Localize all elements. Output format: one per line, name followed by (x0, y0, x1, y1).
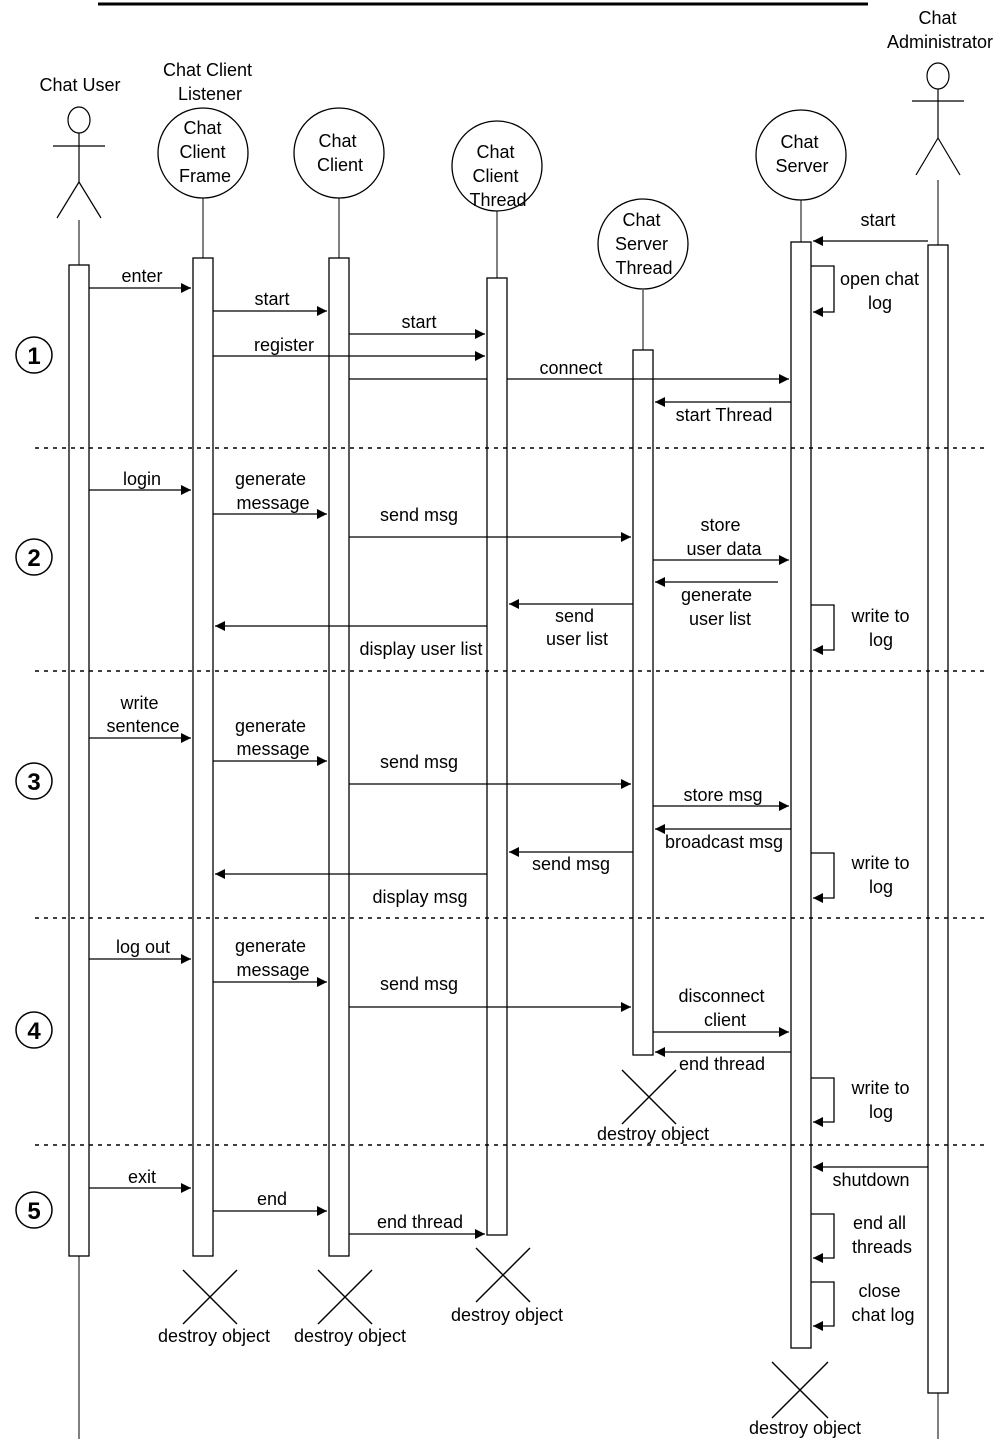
message-label-shutdown: shutdown (832, 1170, 909, 1190)
section-number-1: 1 (15, 336, 53, 374)
label-chat-server: Chat Server (775, 132, 828, 176)
destroy-label: destroy object (749, 1418, 861, 1438)
destroy-marker-chat-server: destroy object (749, 1361, 861, 1438)
message-label-generate-message: generate message (235, 936, 311, 980)
self-message-end-all-threads (811, 1213, 835, 1263)
message-label-log-out: log out (116, 937, 170, 957)
section-number-4: 4 (15, 1011, 53, 1049)
destroy-label: destroy object (451, 1305, 563, 1325)
label-chat-client-frame: Chat Client Frame (179, 118, 231, 186)
message-label-send-msg: send msg (380, 505, 458, 525)
svg-text:1: 1 (27, 343, 40, 370)
message-label-store-user-data: store user data (686, 515, 762, 559)
self-message-open-chat-log (811, 265, 835, 317)
message-label-write-to-log: write to log (850, 606, 914, 650)
message-label-write-to-log: write to log (850, 853, 914, 897)
message-label-end-thread: end thread (679, 1054, 765, 1074)
self-message-write-to-log (811, 1077, 835, 1127)
self-message-close-chat-log (811, 1281, 835, 1331)
object-chat-server-thread (597, 198, 689, 290)
message-label-open-chat-log: open chat log (840, 269, 924, 313)
activation-chat-client (328, 257, 350, 1257)
destroy-markers: destroy object destroy object destroy ob… (158, 1069, 861, 1438)
message-label-generate-message: generate message (235, 716, 311, 759)
activations (68, 241, 949, 1394)
activation-chat-server (790, 241, 812, 1349)
actor-chat-administrator (912, 62, 964, 176)
object-chat-client-thread (451, 120, 543, 212)
message-label-start: start (254, 289, 289, 309)
destroy-marker-chat-client: destroy object (294, 1269, 406, 1346)
object-chat-server (755, 109, 847, 201)
message-label-generate-message: generate message (235, 469, 311, 513)
svg-text:3: 3 (27, 769, 40, 796)
message-label-disconnect-client: disconnect client (678, 986, 769, 1030)
label-chat-client: Chat Client (317, 131, 363, 175)
destroy-marker-chat-client-thread: destroy object (451, 1247, 563, 1325)
section-number-5: 5 (15, 1191, 53, 1229)
message-label-close-chat-log: close chat log (851, 1281, 914, 1325)
message-label-connect: connect (539, 358, 602, 378)
section-numbers: 1 2 3 4 5 (15, 336, 53, 1229)
message-label-admin-start: start (860, 210, 895, 230)
message-label-login: login (123, 469, 161, 489)
message-label-exit: exit (128, 1167, 156, 1187)
message-label-end-thread: end thread (377, 1212, 463, 1232)
svg-text:4: 4 (27, 1018, 41, 1045)
destroy-label: destroy object (597, 1124, 709, 1144)
actor-chat-user (53, 106, 105, 219)
section-number-3: 3 (15, 762, 53, 800)
destroy-label: destroy object (158, 1326, 270, 1346)
message-label-enter: enter (121, 266, 162, 286)
message-label-send-msg: send msg (380, 974, 458, 994)
message-label-send-msg-back: send msg (532, 854, 610, 874)
actor-head-icon (67, 106, 91, 134)
message-label-write-to-log: write to log (850, 1078, 914, 1122)
activation-chat-user (68, 264, 90, 1257)
section-separators (35, 447, 985, 1146)
message-label-broadcast-msg: broadcast msg (665, 832, 783, 852)
message-label-end: end (257, 1189, 287, 1209)
message-label-end-all-threads: end all threads (852, 1213, 912, 1257)
label-chat-administrator: Chat Administrator (887, 8, 993, 52)
label-chat-server-thread: Chat Server Thread (615, 210, 673, 278)
object-chat-client (293, 107, 385, 199)
actor-head-icon (926, 62, 950, 90)
object-chat-client-frame (157, 107, 249, 199)
message-label-write-sentence: write sentence (106, 693, 179, 736)
label-chat-user: Chat User (39, 75, 120, 95)
activation-chat-administrator (927, 244, 949, 1394)
message-label-start-thread: start (401, 312, 436, 332)
messages: enter start start register connect start… (89, 210, 928, 1331)
message-label-register: register (254, 335, 314, 355)
message-label-start-server-thread: start Thread (676, 405, 773, 425)
message-label-send-msg: send msg (380, 752, 458, 772)
activation-chat-server-thread (632, 349, 654, 1056)
svg-text:2: 2 (27, 545, 40, 572)
label-chat-client-listener: Chat Client Listener (163, 60, 257, 104)
message-label-generate-user-list: generate user list (681, 585, 757, 629)
message-label-send-user-list: send user list (546, 606, 608, 649)
section-number-2: 2 (15, 538, 53, 576)
activation-chat-client-frame (192, 257, 214, 1257)
message-label-display-msg: display msg (372, 887, 467, 907)
destroy-label: destroy object (294, 1326, 406, 1346)
message-label-store-msg: store msg (683, 785, 762, 805)
message-label-display-user-list: display user list (359, 639, 482, 659)
destroy-marker-chat-server-thread: destroy object (597, 1069, 709, 1144)
label-chat-client-thread: Chat Client Thread (469, 142, 526, 210)
activation-chat-client-thread (486, 277, 508, 1236)
svg-text:5: 5 (27, 1198, 40, 1225)
self-message-write-to-log (811, 604, 835, 655)
destroy-marker-chat-client-frame: destroy object (158, 1269, 270, 1346)
self-message-write-to-log (811, 852, 835, 903)
